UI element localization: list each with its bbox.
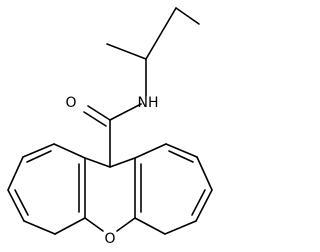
bond-c9-right bbox=[109, 157, 136, 168]
bond-nh-carbonyl bbox=[109, 103, 142, 121]
bond-left-ring-oxygen bbox=[84, 217, 104, 232]
bond-right-ring-3 bbox=[196, 156, 213, 191]
bond-left-ring-1 bbox=[53, 143, 86, 159]
molecule-drawing: O NH O bbox=[7, 7, 213, 247]
bond-left-ring-3 bbox=[7, 156, 24, 191]
bond-carbonyl-double-1 bbox=[87, 105, 111, 121]
bond-right-ring-6 bbox=[134, 217, 166, 235]
amide-nitrogen-label: NH bbox=[138, 95, 159, 111]
bond-left-ring-2b bbox=[26, 150, 52, 163]
bond-left-ring-2 bbox=[22, 143, 55, 158]
bond-ethyl-terminal bbox=[175, 7, 200, 25]
bond-c9-left bbox=[84, 157, 111, 168]
bond-right-ring-oxygen bbox=[116, 217, 136, 232]
bond-right-ring-2b bbox=[168, 150, 194, 163]
bond-right-ring-1 bbox=[134, 143, 167, 159]
bond-right-ring-5 bbox=[164, 220, 197, 235]
bond-right-ring-2 bbox=[165, 143, 198, 158]
bond-left-ring-6 bbox=[54, 217, 86, 235]
bond-ethyl-ch2 bbox=[145, 7, 177, 60]
ring-oxygen-label: O bbox=[104, 231, 115, 247]
bond-left-ring-5 bbox=[23, 220, 56, 235]
bond-right-ring-4 bbox=[195, 189, 213, 222]
structure-canvas: O NH O bbox=[7, 7, 213, 247]
bond-left-ring-4 bbox=[7, 189, 25, 222]
bond-left-ring-4b bbox=[14, 189, 29, 216]
bond-carbonyl-double-2 bbox=[83, 111, 107, 127]
carbonyl-oxygen-label: O bbox=[65, 95, 76, 111]
bond-methyl bbox=[106, 43, 147, 60]
bond-right-ring-4b bbox=[191, 189, 206, 216]
